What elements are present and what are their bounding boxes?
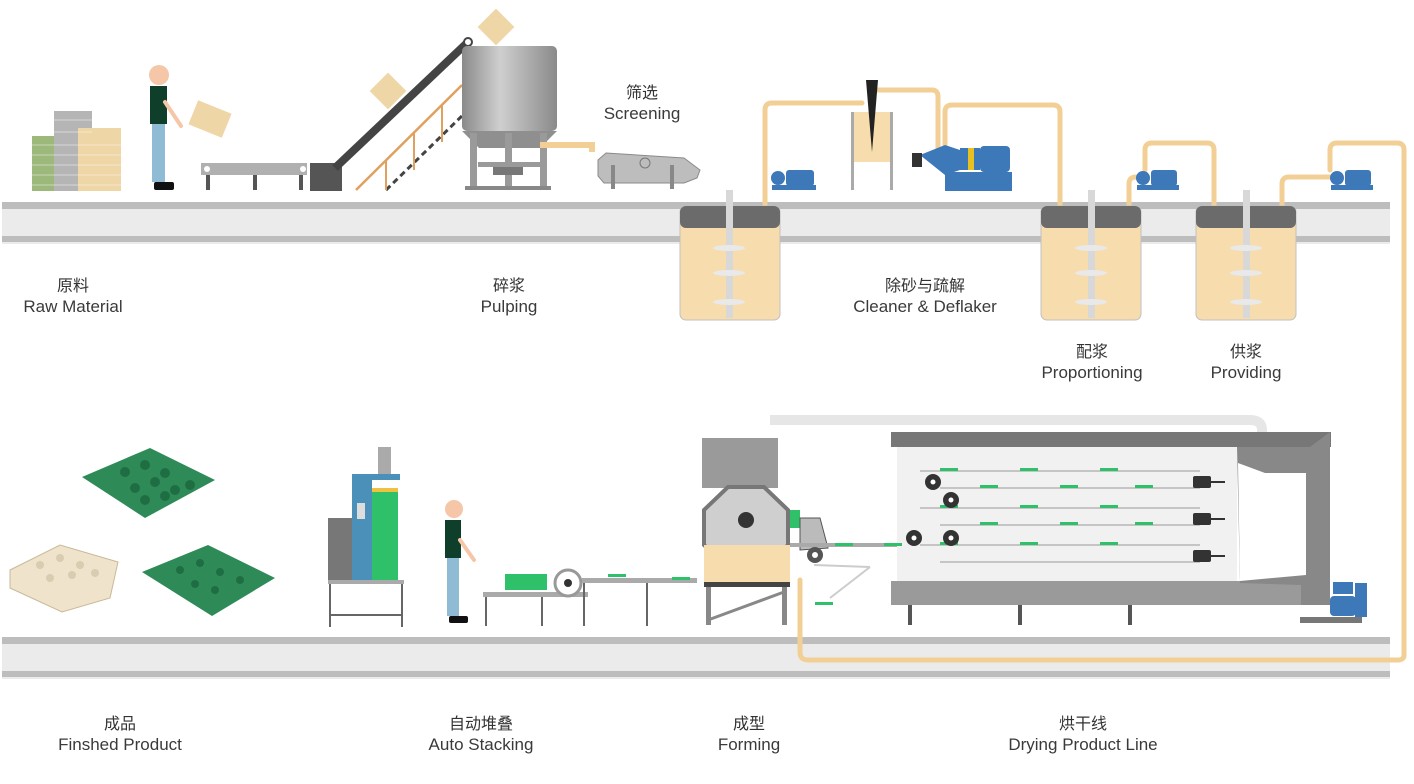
proportioning-tank <box>1040 190 1142 321</box>
feed-conveyor <box>201 163 307 190</box>
raw-material-stacks <box>32 111 121 191</box>
label-raw-material-zh: 原料 <box>56 276 90 295</box>
output-conveyor <box>483 568 697 626</box>
label-forming-zh: 成型 <box>732 714 766 733</box>
label-raw-material: 原料 Raw Material <box>23 276 122 318</box>
sand-cleaner <box>851 80 893 190</box>
vibrating-screen <box>597 152 701 189</box>
cleaner-tank <box>679 190 781 321</box>
pump-1 <box>771 170 816 190</box>
label-finished-zh: 成品 <box>103 714 137 733</box>
label-proportioning: 配浆 Proportioning <box>1041 342 1142 384</box>
label-stacking-zh: 自动堆叠 <box>448 714 513 733</box>
label-providing-zh: 供浆 <box>1229 342 1262 361</box>
label-screening-zh: 筛选 <box>625 83 658 102</box>
label-cleaner-en: Cleaner & Deflaker <box>853 297 997 316</box>
label-stacking: 自动堆叠 Auto Stacking <box>429 714 534 756</box>
drying-rollers <box>906 474 959 546</box>
incline-conveyor <box>310 37 473 191</box>
label-pulping: 碎浆 Pulping <box>481 276 538 318</box>
label-screening-en: Screening <box>603 104 681 123</box>
providing-tank <box>1195 190 1297 321</box>
label-drying-zh: 烘干线 <box>1058 714 1107 733</box>
label-drying-en: Drying Product Line <box>1008 735 1158 754</box>
label-screening: 筛选 Screening <box>604 83 681 125</box>
label-finished-en: Finshed Product <box>58 735 182 754</box>
cardboard-on-conveyor <box>369 8 515 110</box>
label-providing-en: Providing <box>1210 363 1282 382</box>
pump-2 <box>1136 170 1179 190</box>
pulper-outlet-pipe <box>540 142 595 152</box>
drying-oven <box>770 415 1331 625</box>
label-providing: 供浆 Providing <box>1211 342 1282 384</box>
worker-top <box>149 65 183 190</box>
finished-products <box>9 448 275 616</box>
pump-3 <box>1330 170 1373 190</box>
label-cleaner-zh: 除砂与疏解 <box>884 276 965 295</box>
deflaker <box>912 145 1012 191</box>
label-cleaner: 除砂与疏解 Cleaner & Deflaker <box>853 276 997 318</box>
label-finished: 成品 Finshed Product <box>58 714 182 756</box>
stairs <box>355 84 468 192</box>
pulper-tank <box>462 46 557 190</box>
label-proportioning-en: Proportioning <box>1041 363 1143 382</box>
label-stacking-en: Auto Stacking <box>428 735 534 754</box>
label-proportioning-zh: 配浆 <box>1075 342 1108 361</box>
label-forming-en: Forming <box>717 735 781 754</box>
worker-bottom <box>445 500 476 623</box>
label-drying: 烘干线 Drying Product Line <box>1008 714 1157 756</box>
label-raw-material-en: Raw Material <box>23 297 123 316</box>
label-pulping-en: Pulping <box>480 297 538 316</box>
label-forming: 成型 Forming <box>718 714 780 756</box>
label-pulping-zh: 碎浆 <box>492 276 525 295</box>
drying-fan-motor <box>1300 582 1367 623</box>
cardboard-sheet <box>188 100 232 138</box>
stacking-machine <box>328 447 404 627</box>
pulp-pipes <box>762 87 1407 663</box>
